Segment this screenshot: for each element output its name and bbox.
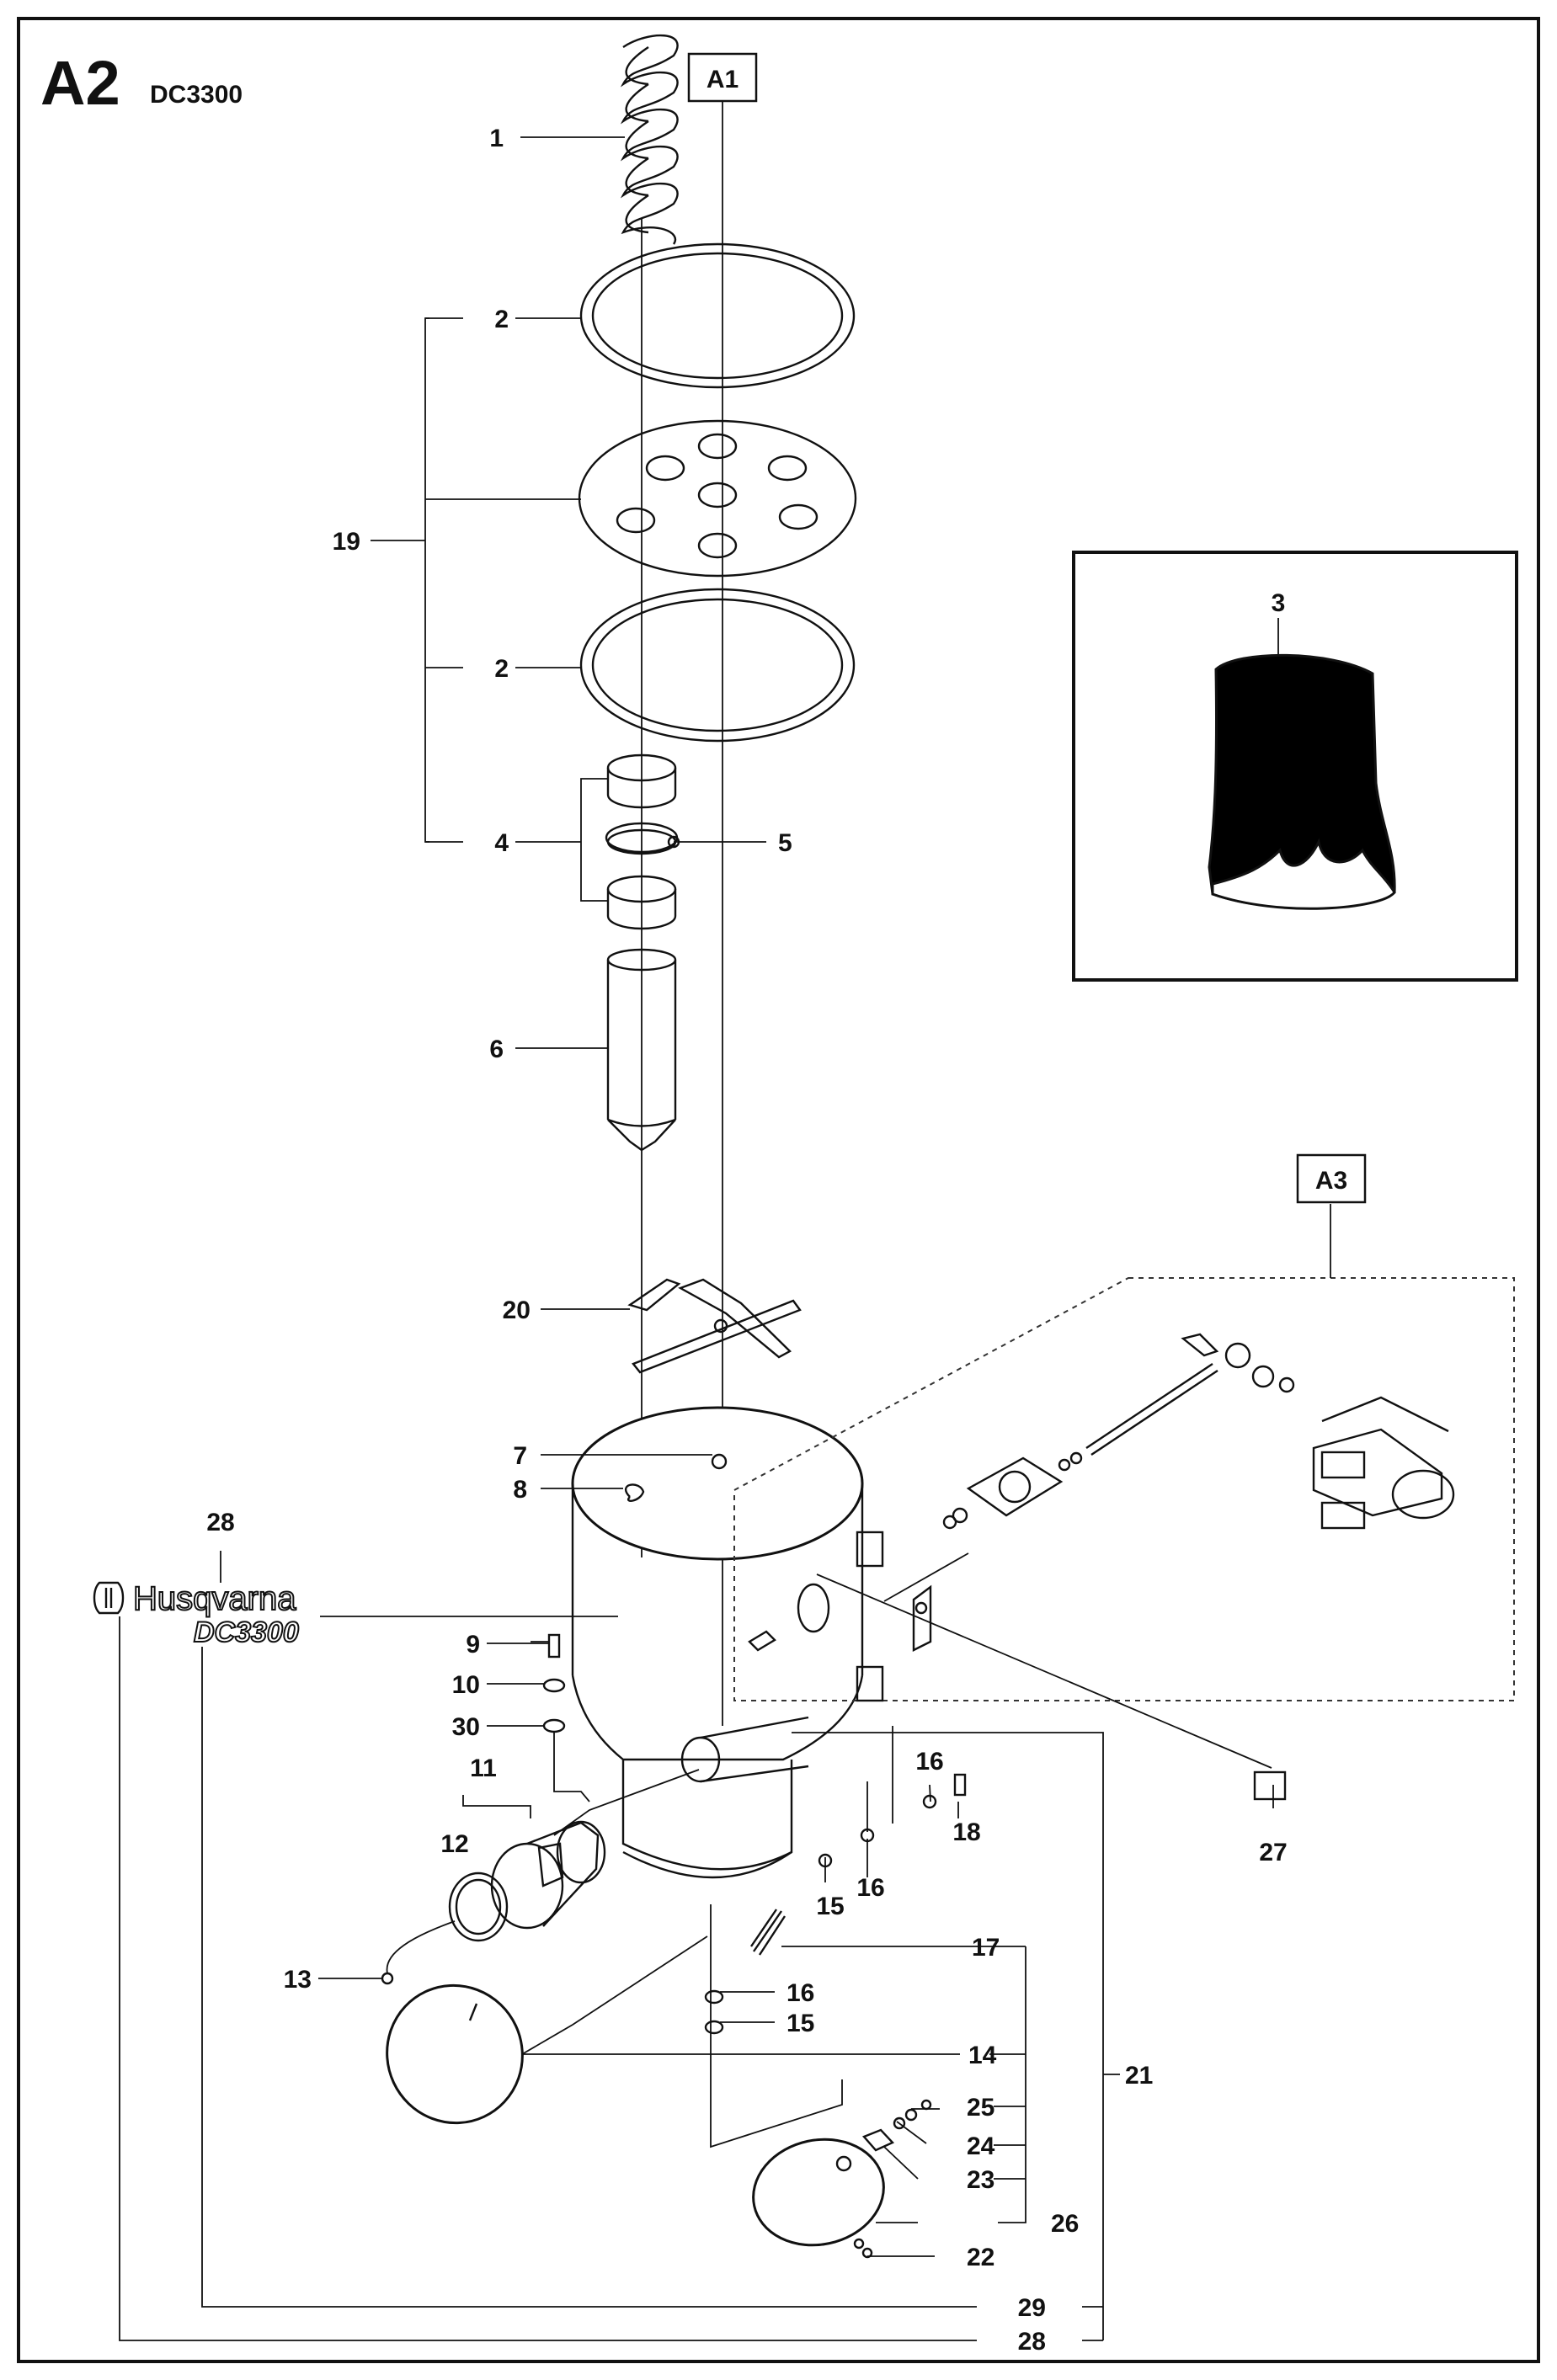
svg-text:15: 15 xyxy=(786,2010,814,2037)
part-inlet-fitting xyxy=(448,1820,606,1942)
svg-text:1: 1 xyxy=(489,125,504,152)
ref-box-a3[interactable]: A3 xyxy=(1296,1153,1367,1204)
svg-text:16: 16 xyxy=(915,1748,943,1776)
callout-labels: 1 2 19 2 4 5 6 20 7 8 28 9 10 30 11 12 1… xyxy=(206,125,1287,2356)
part-ring-bottom xyxy=(579,588,856,743)
page-border xyxy=(17,17,1540,2363)
svg-text:A3: A3 xyxy=(1315,1167,1347,1195)
svg-text:3: 3 xyxy=(1272,589,1286,617)
svg-text:18: 18 xyxy=(952,1818,980,1846)
svg-text:28: 28 xyxy=(206,1509,234,1536)
brand-emblem-icon xyxy=(93,1581,125,1615)
inset-box xyxy=(1072,551,1518,982)
part-screws xyxy=(381,1633,1287,2035)
part-filter-plate xyxy=(578,419,857,578)
svg-text:Husqvarna: Husqvarna xyxy=(133,1580,296,1617)
part-motor-assembly xyxy=(748,1333,1455,1769)
svg-text:17: 17 xyxy=(972,1934,1000,1962)
svg-text:2: 2 xyxy=(494,655,509,683)
svg-text:DC3300: DC3300 xyxy=(194,1616,299,1648)
ref-box-a1[interactable]: A1 xyxy=(687,52,758,103)
svg-text:6: 6 xyxy=(489,1036,504,1063)
svg-text:26: 26 xyxy=(1051,2210,1079,2238)
svg-text:9: 9 xyxy=(466,1631,480,1659)
leader-lines xyxy=(119,136,1274,2341)
svg-text:15: 15 xyxy=(816,1893,844,1920)
a3-assembly-outline xyxy=(733,1277,1515,1701)
svg-text:2: 2 xyxy=(494,306,509,333)
husqvarna-logo: Husqvarna DC3300 xyxy=(93,1579,300,1649)
part-tube xyxy=(606,948,677,1152)
part-main-tank xyxy=(571,1406,864,1879)
part-cross-bracket xyxy=(627,1278,802,1374)
svg-text:4: 4 xyxy=(494,829,509,857)
svg-text:8: 8 xyxy=(513,1476,527,1504)
page-code: A2 xyxy=(40,48,120,118)
svg-text:10: 10 xyxy=(452,1671,480,1699)
part-sleeve-set xyxy=(605,753,680,930)
svg-text:16: 16 xyxy=(786,1979,814,2007)
model-name: DC3300 xyxy=(150,81,243,109)
svg-text:24: 24 xyxy=(967,2132,995,2160)
svg-text:5: 5 xyxy=(778,829,792,857)
svg-text:16: 16 xyxy=(856,1874,884,1902)
part-spring xyxy=(620,34,679,245)
svg-text:29: 29 xyxy=(1018,2294,1046,2322)
svg-text:27: 27 xyxy=(1259,1839,1287,1866)
svg-text:14: 14 xyxy=(968,2042,997,2069)
part-lid-right xyxy=(752,2099,932,2259)
svg-text:28: 28 xyxy=(1018,2328,1046,2356)
svg-text:30: 30 xyxy=(452,1713,480,1741)
svg-text:12: 12 xyxy=(440,1830,468,1858)
svg-text:23: 23 xyxy=(967,2166,994,2194)
part-ring-top xyxy=(579,242,856,389)
svg-text:21: 21 xyxy=(1125,2062,1153,2090)
svg-text:22: 22 xyxy=(967,2244,994,2271)
part-lid-left xyxy=(386,1983,524,2125)
svg-text:19: 19 xyxy=(333,528,360,556)
svg-text:13: 13 xyxy=(284,1966,312,1994)
svg-text:20: 20 xyxy=(503,1296,531,1324)
svg-text:25: 25 xyxy=(967,2094,994,2122)
svg-text:A1: A1 xyxy=(707,66,739,93)
svg-text:11: 11 xyxy=(470,1754,497,1782)
svg-text:7: 7 xyxy=(513,1442,527,1470)
